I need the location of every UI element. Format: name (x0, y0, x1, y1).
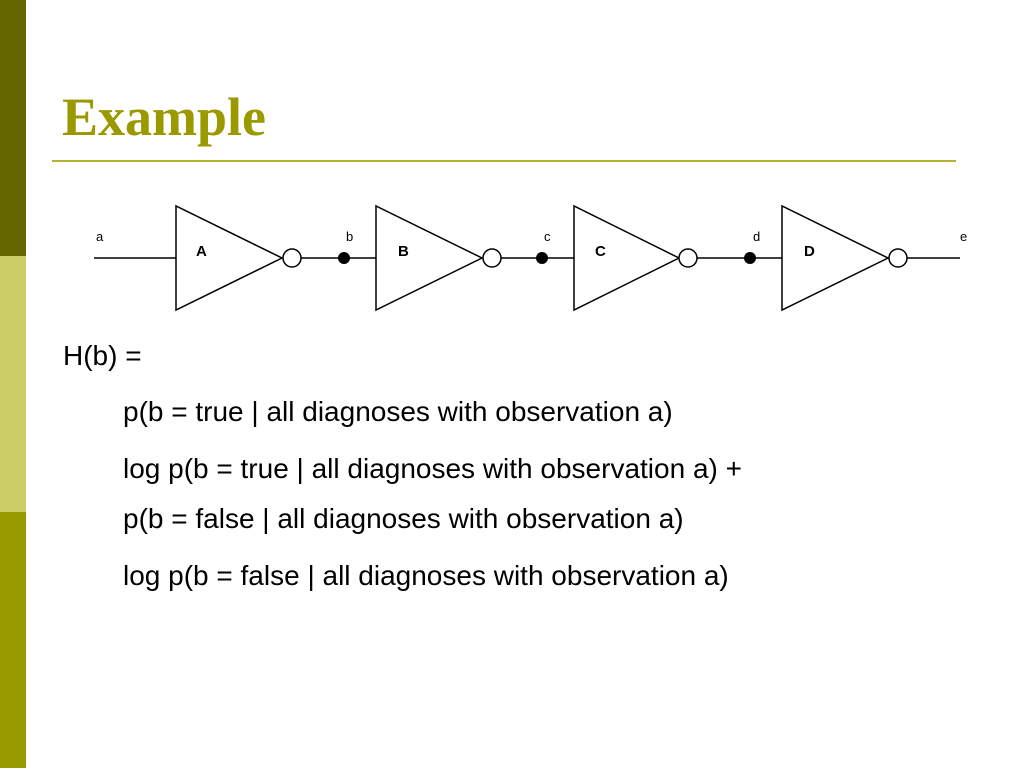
gate-b-bubble (482, 248, 502, 268)
gate-label-b: B (398, 243, 409, 260)
gate-label-a: A (196, 243, 207, 260)
formula-heading: H(b) = (63, 340, 142, 371)
title-underline (52, 160, 956, 162)
signal-label-a: a (96, 229, 104, 244)
signal-label-b: b (346, 229, 353, 244)
junction-dot-c (536, 252, 548, 264)
side-bar-middle-segment (0, 256, 26, 512)
gate-label-c: C (595, 243, 606, 260)
gate-a-bubble (282, 248, 302, 268)
signal-label-c: c (544, 229, 551, 244)
side-bar-bottom-segment (0, 512, 26, 768)
gate-c-bubble (678, 248, 698, 268)
gate-b-triangle (375, 204, 484, 312)
formula-line-4: log p(b = false | all diagnoses with obs… (123, 560, 729, 591)
signal-label-d: d (753, 229, 760, 244)
signal-label-e: e (960, 229, 967, 244)
gate-label-d: D (804, 243, 815, 260)
side-accent-bar (0, 0, 26, 768)
formula-line-2: log p(b = true | all diagnoses with obse… (123, 453, 742, 484)
gate-d-bubble (888, 248, 908, 268)
side-bar-top-segment (0, 0, 26, 256)
inverter-chain-diagram: A B C D a b c d e (94, 204, 967, 312)
gate-c-triangle (573, 204, 681, 312)
gate-d-triangle (781, 204, 890, 312)
slide-title: Example (62, 87, 267, 147)
gate-a-triangle (175, 204, 284, 312)
formula-line-3: p(b = false | all diagnoses with observa… (123, 503, 684, 534)
junction-dot-d (744, 252, 756, 264)
junction-dot-b (338, 252, 350, 264)
formula-line-1: p(b = true | all diagnoses with observat… (123, 396, 673, 427)
